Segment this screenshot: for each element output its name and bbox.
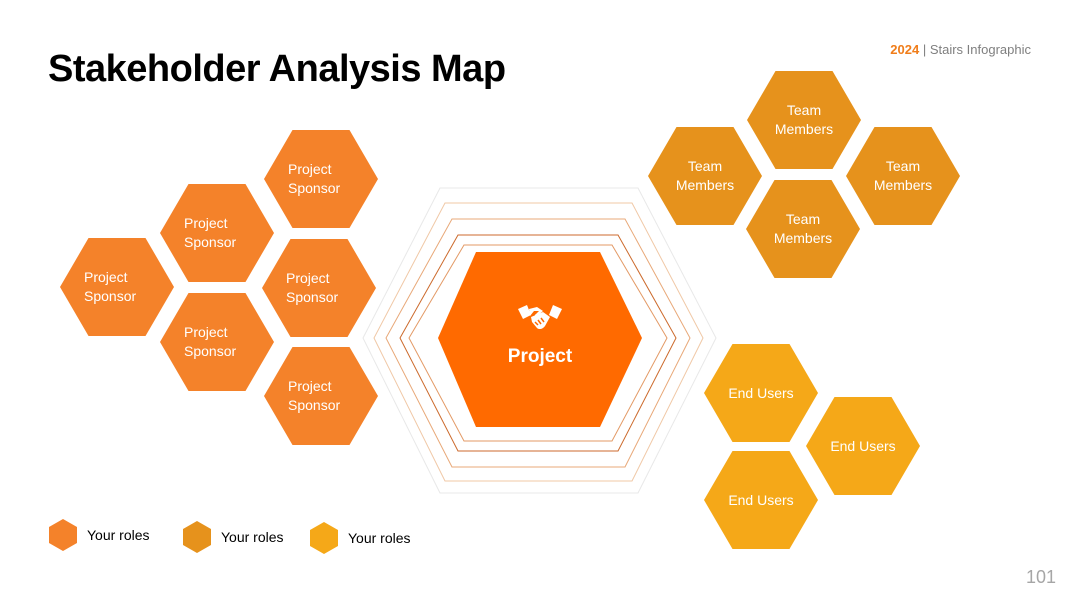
- page-number: 101: [1025, 567, 1056, 587]
- team-hex: Team Members: [746, 180, 860, 278]
- handshake-icon: [518, 305, 562, 330]
- sponsor-label: Project Sponsor: [184, 215, 237, 250]
- team-hex: Team Members: [747, 71, 861, 169]
- legend-item: Your roles: [49, 519, 150, 551]
- brand-separator: |: [919, 42, 930, 57]
- end-users-label: End Users: [830, 437, 896, 454]
- end-users-hex: End Users: [704, 344, 818, 442]
- sponsor-label: Project Sponsor: [184, 324, 237, 359]
- center-rings: [362, 187, 717, 494]
- legend-hex-icon: [183, 521, 211, 553]
- project-hex: [438, 252, 642, 427]
- end-users-label: End Users: [728, 384, 794, 401]
- legend-label: Your roles: [87, 527, 150, 543]
- team-label: Team Members: [774, 102, 834, 137]
- sponsor-label: Project Sponsor: [288, 378, 341, 413]
- end-users-label: End Users: [728, 491, 794, 508]
- sponsor-label: Project Sponsor: [288, 161, 341, 196]
- end-users-hex: End Users: [806, 397, 920, 495]
- team-label: Team Members: [675, 158, 735, 193]
- legend-item: Your roles: [310, 522, 411, 554]
- sponsor-hex: Project Sponsor: [60, 238, 174, 336]
- legend-item: Your roles: [183, 521, 284, 553]
- legend-label: Your roles: [348, 530, 411, 546]
- brand-tag: 2024 | Stairs Infographic: [890, 42, 1031, 57]
- sponsor-label: Project Sponsor: [286, 270, 339, 305]
- brand-name: Stairs Infographic: [929, 42, 1031, 57]
- sponsor-hex: Project Sponsor: [160, 184, 274, 282]
- end-users-hex: End Users: [704, 451, 818, 549]
- team-label: Team Members: [873, 158, 933, 193]
- legend-hex-icon: [49, 519, 77, 551]
- team-hex: Team Members: [846, 127, 960, 225]
- legend-label: Your roles: [221, 529, 284, 545]
- project-label: Project: [507, 346, 573, 367]
- sponsor-hex: Project Sponsor: [264, 347, 378, 445]
- team-label: Team Members: [773, 211, 833, 246]
- sponsor-hex: Project Sponsor: [262, 239, 376, 337]
- sponsor-label: Project Sponsor: [84, 269, 137, 304]
- legend-hex-icon: [310, 522, 338, 554]
- brand-year: 2024: [890, 42, 920, 57]
- page-title: Stakeholder Analysis Map: [48, 48, 506, 90]
- sponsor-hex: Project Sponsor: [160, 293, 274, 391]
